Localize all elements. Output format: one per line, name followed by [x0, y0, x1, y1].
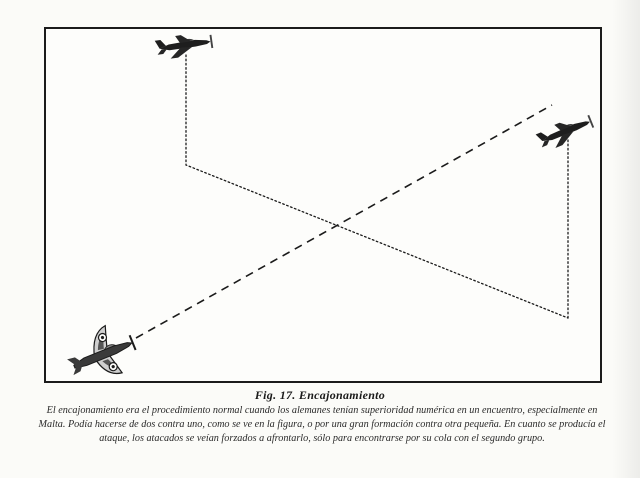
figure-frame [44, 27, 602, 383]
messerschmitt-icon [535, 114, 595, 148]
spitfire-icon [67, 324, 137, 376]
figure-title: Fig. 17. Encajonamiento [254, 388, 386, 402]
figure-caption: El encajonamiento era el procedimiento n… [38, 405, 606, 445]
messerschmitt-icon [154, 34, 214, 59]
flight-path-top-left [185, 54, 569, 319]
flight-path-defender [135, 104, 553, 339]
